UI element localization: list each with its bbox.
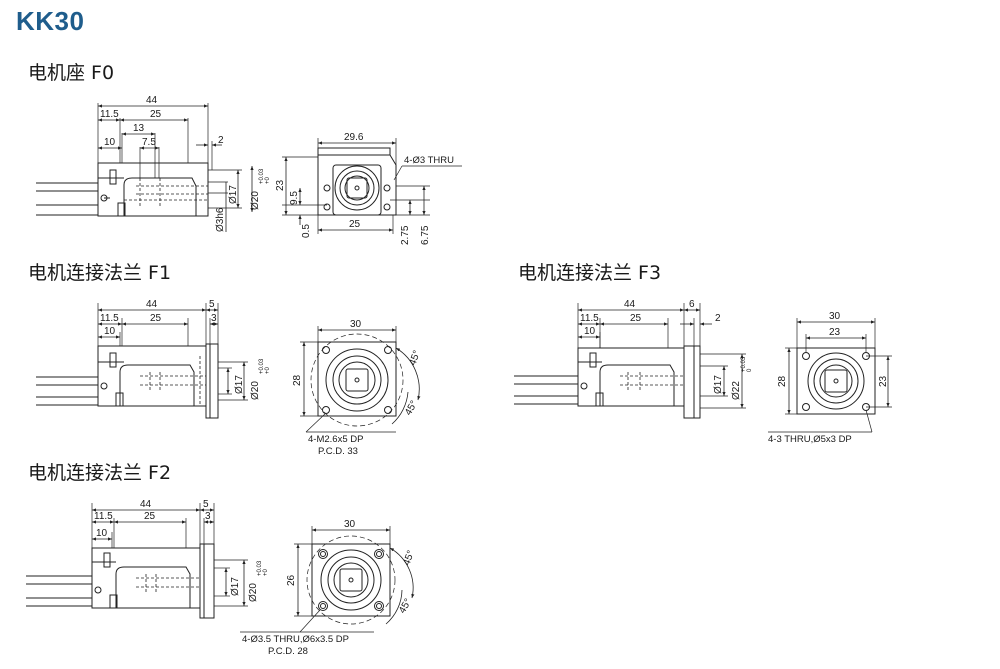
f0-dim-6-75: 6.75 [420, 225, 431, 245]
f0-dim-25: 25 [150, 109, 162, 120]
f0-dim-13: 13 [133, 123, 145, 134]
f0-dim-2: 2 [218, 135, 224, 146]
f0-tol-lo: +0 [265, 176, 271, 184]
f0-dim-9-5: 9.5 [289, 191, 300, 205]
f1-front-view [300, 326, 421, 433]
f0-side-view [36, 103, 254, 232]
f2-side-view [26, 503, 248, 619]
f2-dim-3: 3 [205, 511, 211, 522]
f1-dim-25: 25 [150, 313, 162, 324]
f0-front-dimensions: 29.6 23 9.5 0.5 25 2.75 6.75 4-Ø3 THRU [275, 132, 454, 245]
section-title-f2: 电机连接法兰 F2 [28, 462, 172, 484]
f1-angle-45-top: 45° [407, 349, 423, 367]
f2-dim-17: Ø17 [230, 577, 241, 596]
f1-tol-up: +0.03 [259, 358, 265, 374]
f0-tol-up: +0.03 [259, 168, 265, 184]
f3-dim-10: 10 [584, 326, 596, 337]
f3-side-view [514, 303, 746, 419]
f0-dim-10: 10 [104, 137, 116, 148]
f2-front-dimensions: 30 26 45° 45° 4-Ø3.5 THRU,Ø6x3.5 DP P.C.… [242, 519, 417, 657]
f0-dim-3h6: Ø3h6 [215, 207, 226, 232]
f2-hole-note: 4-Ø3.5 THRU,Ø6x3.5 DP [242, 634, 349, 645]
section-title-f1: 电机连接法兰 F1 [28, 262, 172, 284]
f2-dim-10: 10 [96, 528, 108, 539]
f0-dim-17: Ø17 [228, 185, 239, 204]
f2-dim-20: Ø20 [248, 583, 259, 602]
f1-dim-28: 28 [292, 374, 303, 386]
section-title-f3: 电机连接法兰 F3 [518, 262, 662, 284]
f0-dim-2-75: 2.75 [400, 225, 411, 245]
f3-dim-23-top: 23 [829, 327, 841, 338]
f0-dim-23: 23 [275, 179, 286, 191]
f3-dim-44: 44 [624, 299, 636, 310]
f3-hole-note: 4-3 THRU,Ø5x3 DP [768, 434, 852, 445]
f1-tol-lo: +0 [265, 366, 271, 374]
f3-dim-6: 6 [689, 299, 695, 310]
f0-dim-25-front: 25 [349, 219, 361, 230]
f1-dim-30: 30 [350, 319, 362, 330]
f3-dim-2: 2 [715, 313, 721, 324]
f0-dim-44: 44 [146, 95, 158, 106]
f2-tol-lo: +0 [263, 568, 269, 576]
f0-side-dimensions: 44 11.5 25 13 10 7.5 2 Ø3h6 Ø17 Ø20 +0.0… [100, 95, 271, 232]
f1-side-dimensions: 44 5 11.5 25 3 10 Ø17 Ø20 +0.03 +0 [100, 299, 271, 400]
f3-dim-25: 25 [630, 313, 642, 324]
f0-front-view [282, 138, 462, 234]
f1-angle-45-bottom: 45° [403, 399, 420, 418]
f0-dim-0-5: 0.5 [301, 224, 312, 238]
f2-dim-25: 25 [144, 511, 156, 522]
f2-front-view [240, 526, 415, 633]
f3-dim-28: 28 [777, 375, 788, 387]
f1-dim-5: 5 [209, 299, 215, 310]
f3-front-dimensions: 30 23 28 23 4-3 THRU,Ø5x3 DP [768, 311, 889, 445]
f2-side-dimensions: 44 5 11.5 25 3 10 Ø17 Ø20 +0.03 +0 [94, 499, 269, 602]
f2-dim-30: 30 [344, 519, 356, 530]
f2-dim-11-5: 11.5 [94, 511, 113, 522]
f1-dim-44: 44 [146, 299, 158, 310]
f3-front-view [768, 318, 892, 433]
f1-dim-20: Ø20 [250, 381, 261, 400]
f3-dim-22: Ø22 [731, 381, 742, 400]
f1-dim-11-5: 11.5 [100, 313, 119, 324]
f2-pcd-note: P.C.D. 28 [268, 646, 308, 657]
f3-dim-11-5: 11.5 [580, 313, 599, 324]
f2-dim-5: 5 [203, 499, 209, 510]
f3-tol-lo: 0 [747, 368, 753, 372]
f1-side-view [36, 303, 248, 419]
f2-angle-45-top: 45° [401, 549, 417, 567]
f1-dim-17: Ø17 [234, 375, 245, 394]
f3-dim-17: Ø17 [713, 375, 724, 394]
f1-hole-note: 4-M2.6x5 DP [308, 434, 363, 445]
f1-pcd-note: P.C.D. 33 [318, 446, 358, 457]
f0-dim-29-6: 29.6 [344, 132, 364, 143]
f2-dim-26: 26 [286, 574, 297, 586]
f1-dim-10: 10 [104, 326, 116, 337]
f0-hole-note: 4-Ø3 THRU [404, 155, 454, 166]
f0-dim-7-5: 7.5 [142, 137, 156, 148]
f0-dim-20: Ø20 [250, 191, 261, 210]
f2-dim-44: 44 [140, 499, 152, 510]
f3-dim-23-side: 23 [878, 375, 889, 387]
f1-dim-3: 3 [211, 313, 217, 324]
f2-angle-45-bottom: 45° [397, 597, 414, 616]
section-title-f0: 电机座 F0 [28, 62, 115, 84]
f3-dim-30: 30 [829, 311, 841, 322]
f0-dim-11-5: 11.5 [100, 109, 119, 120]
f3-tol-up: +0.03 [741, 356, 747, 372]
f2-tol-up: +0.03 [257, 560, 263, 576]
page-title: KK30 [16, 6, 85, 36]
f3-side-dimensions: 44 6 11.5 25 2 10 Ø17 Ø22 +0.03 0 [580, 299, 753, 400]
